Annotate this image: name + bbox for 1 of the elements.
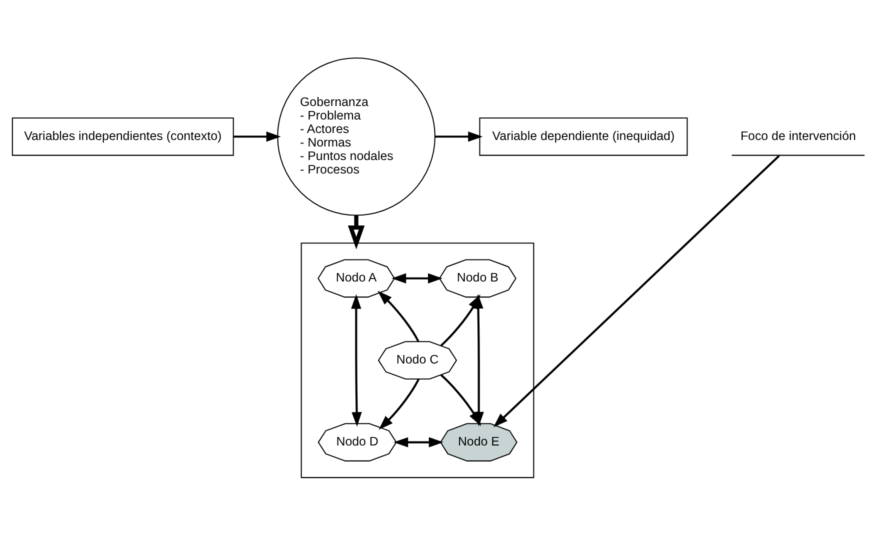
node-text: Foco de intervención	[740, 128, 856, 143]
